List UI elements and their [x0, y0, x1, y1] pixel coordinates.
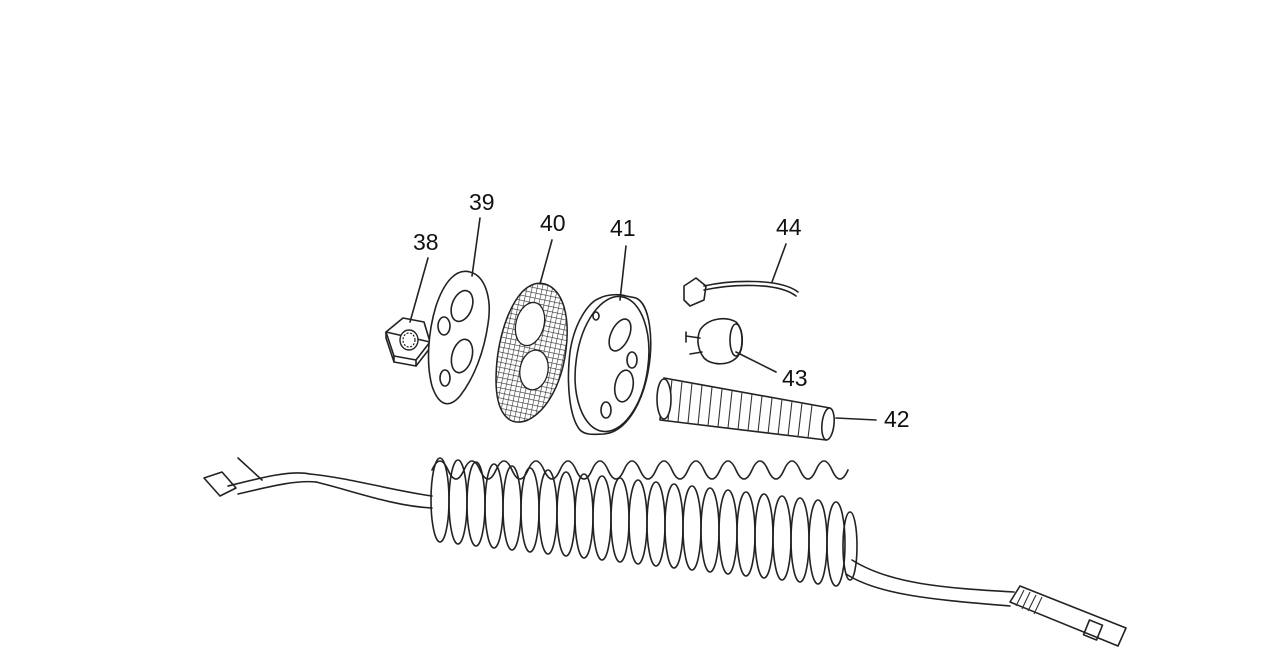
callout-43: 43 [782, 365, 808, 391]
coiled-cable [203, 457, 1127, 647]
part-40-mesh-screen [495, 282, 568, 423]
callout-42: 42 [884, 406, 910, 432]
part-39-plate [427, 270, 490, 405]
callout-44: 44 [776, 214, 802, 240]
part-41-housing [567, 293, 652, 436]
callout-38: 38 [413, 229, 439, 255]
part-43-cap [685, 317, 744, 365]
leader-lines [409, 217, 877, 421]
callout-41: 41 [610, 215, 636, 241]
callout-40: 40 [540, 210, 566, 236]
part-42-corrugated-tube [656, 377, 835, 441]
callout-39: 39 [469, 189, 495, 215]
part-44-wire [683, 277, 799, 307]
part-38-hex-nut [385, 317, 431, 367]
